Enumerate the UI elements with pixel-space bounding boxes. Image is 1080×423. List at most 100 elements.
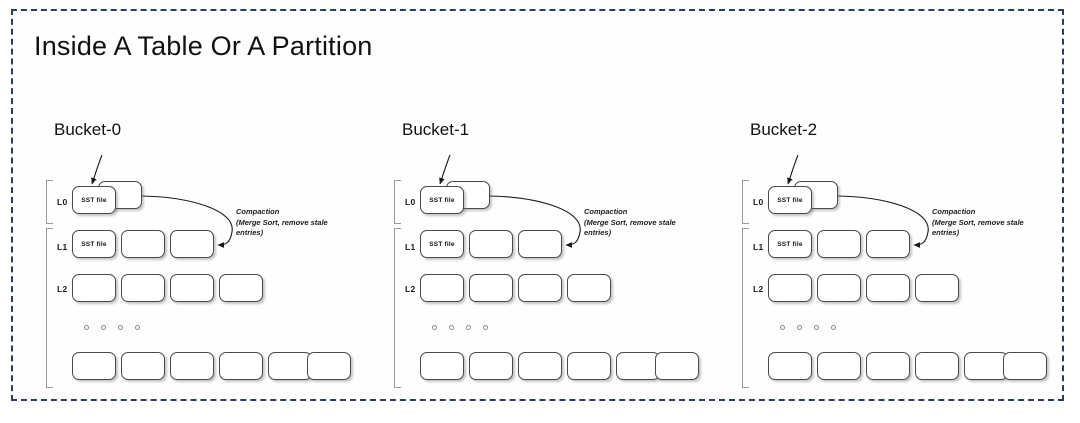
sst-file-box[interactable] [518, 352, 562, 380]
level-bracket-l0 [394, 180, 401, 224]
annotation-line: entries) [584, 228, 612, 238]
sst-file-label: SST file [81, 196, 107, 204]
sst-file-box[interactable]: SST file [768, 230, 812, 258]
level-label-l2: L2 [57, 284, 68, 294]
sst-file-box[interactable] [469, 230, 513, 258]
ellipsis-dot-icon [466, 325, 471, 330]
ellipsis-dot-icon [831, 325, 836, 330]
sst-file-box[interactable] [420, 352, 464, 380]
level-label-l2: L2 [405, 284, 416, 294]
ellipsis-dot-icon [449, 325, 454, 330]
annotation-line: entries) [236, 228, 264, 238]
sst-file-box[interactable] [307, 352, 351, 380]
level-label-l1: L1 [57, 242, 68, 252]
level-label-l1: L1 [405, 242, 416, 252]
annotation-line: (Merge Sort, remove stale [236, 217, 328, 227]
level-bracket-l0 [46, 180, 53, 224]
sst-file-box[interactable] [121, 230, 165, 258]
sst-file-box[interactable] [518, 230, 562, 258]
sst-file-box[interactable] [469, 274, 513, 302]
sst-file-box[interactable] [768, 352, 812, 380]
sst-file-box[interactable] [915, 352, 959, 380]
bucket-title: Bucket-1 [402, 120, 470, 139]
sst-file-box[interactable] [616, 352, 660, 380]
sst-file-label: SST file [777, 240, 803, 248]
annotation-line: Compaction [932, 207, 976, 216]
sst-file-box[interactable]: SST file [72, 230, 116, 258]
sst-file-box[interactable]: SST file [768, 186, 812, 214]
page-title: Inside A Table Or A Partition [34, 31, 373, 61]
sst-file-label: SST file [777, 196, 803, 204]
annotation-line: Compaction [236, 207, 280, 216]
sst-file-label: SST file [429, 240, 455, 248]
level-ellipsis-dots [780, 325, 900, 335]
sst-file-box[interactable] [1003, 352, 1047, 380]
level-bracket-l0 [742, 180, 749, 224]
sst-file-box[interactable] [866, 274, 910, 302]
sst-file-box[interactable] [170, 230, 214, 258]
annotation-line: (Merge Sort, remove stale [584, 217, 676, 227]
ellipsis-dot-icon [135, 325, 140, 330]
ellipsis-dot-icon [84, 325, 89, 330]
bucket-title: Bucket-0 [54, 120, 122, 139]
ellipsis-dot-icon [483, 325, 488, 330]
sst-file-box[interactable] [219, 274, 263, 302]
sst-file-box[interactable] [469, 352, 513, 380]
ingest-arrow-icon [91, 154, 103, 185]
ingest-arrow-icon [439, 154, 451, 185]
sst-file-box[interactable]: SST file [420, 230, 464, 258]
sst-file-box[interactable] [72, 352, 116, 380]
sst-file-box[interactable] [817, 230, 861, 258]
level-ellipsis-dots [432, 325, 552, 335]
level-label-l1: L1 [753, 242, 764, 252]
sst-file-label: SST file [429, 196, 455, 204]
annotation-line: (Merge Sort, remove stale [932, 217, 1024, 227]
level-label-l0: L0 [405, 197, 416, 207]
ellipsis-dot-icon [432, 325, 437, 330]
sst-file-box[interactable] [768, 274, 812, 302]
bucket-title: Bucket-2 [750, 120, 818, 139]
sst-file-label: SST file [81, 240, 107, 248]
sst-file-box[interactable] [170, 352, 214, 380]
sst-file-box[interactable] [121, 274, 165, 302]
ellipsis-dot-icon [797, 325, 802, 330]
sst-file-box[interactable] [219, 352, 263, 380]
level-label-l2: L2 [753, 284, 764, 294]
sst-file-box[interactable] [72, 274, 116, 302]
sst-file-box[interactable]: SST file [420, 186, 464, 214]
ellipsis-dot-icon [780, 325, 785, 330]
level-label-l0: L0 [57, 197, 68, 207]
sst-file-box[interactable]: SST file [72, 186, 116, 214]
ingest-arrow-icon [787, 154, 799, 185]
annotation-line: Compaction [584, 207, 628, 216]
sst-file-box[interactable] [655, 352, 699, 380]
level-ellipsis-dots [84, 325, 204, 335]
sst-file-box[interactable] [866, 230, 910, 258]
sst-file-box[interactable] [915, 274, 959, 302]
level-bracket-lower [394, 228, 401, 388]
sst-file-box[interactable] [268, 352, 312, 380]
sst-file-box[interactable] [866, 352, 910, 380]
ellipsis-dot-icon [118, 325, 123, 330]
level-label-l0: L0 [753, 197, 764, 207]
level-bracket-lower [46, 228, 53, 388]
sst-file-box[interactable] [964, 352, 1008, 380]
sst-file-box[interactable] [518, 274, 562, 302]
sst-file-box[interactable] [567, 352, 611, 380]
sst-file-box[interactable] [567, 274, 611, 302]
ellipsis-dot-icon [101, 325, 106, 330]
level-bracket-lower [742, 228, 749, 388]
sst-file-box[interactable] [170, 274, 214, 302]
sst-file-box[interactable] [420, 274, 464, 302]
ellipsis-dot-icon [814, 325, 819, 330]
sst-file-box[interactable] [121, 352, 165, 380]
sst-file-box[interactable] [817, 274, 861, 302]
annotation-line: entries) [932, 228, 960, 238]
sst-file-box[interactable] [817, 352, 861, 380]
